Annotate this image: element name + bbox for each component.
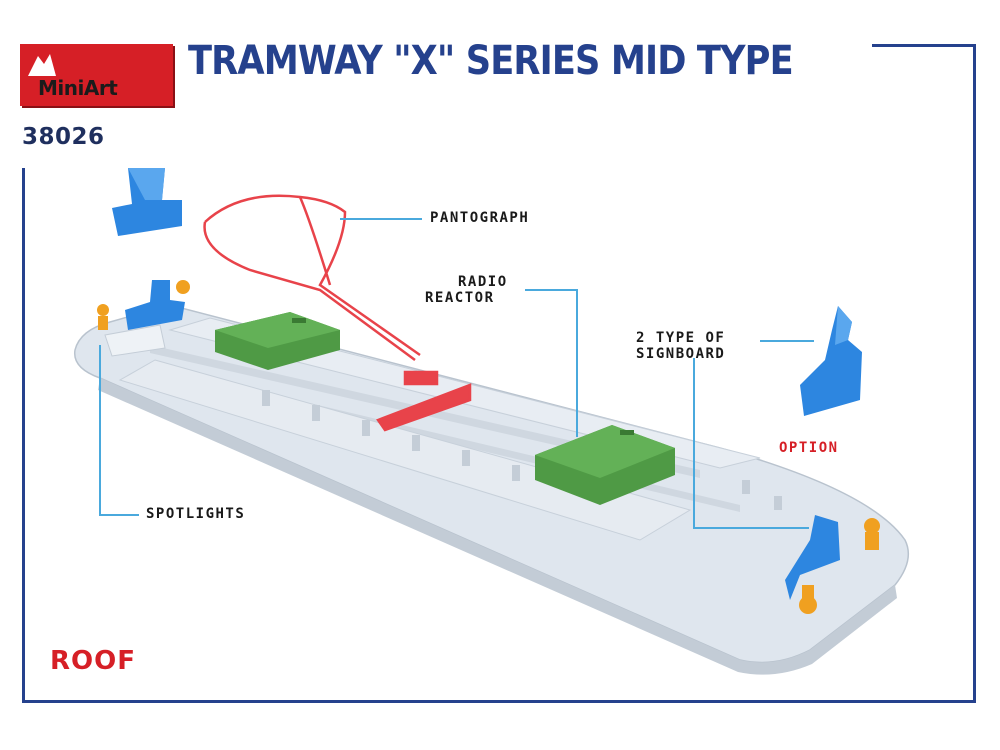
logo-emblem-icon [28, 54, 56, 76]
radio-reactor-right [535, 425, 675, 505]
spotlight-leader-v [99, 345, 101, 515]
radio-reactor-label-line2: REACTOR [425, 290, 495, 306]
logo-text: MiniArt [38, 76, 118, 100]
frame-left [22, 168, 25, 703]
signboard-leader-v [693, 358, 695, 528]
radio-reactor-label-line1: RADIO [458, 274, 508, 290]
frame-bottom [22, 700, 976, 703]
option-label: OPTION [779, 440, 839, 456]
tram-roof [73, 304, 910, 675]
signboard-option [800, 306, 862, 416]
signboard-label-line2: SIGNBOARD [636, 346, 726, 362]
section-label: ROOF [50, 646, 136, 676]
signboard-loose [112, 168, 182, 236]
frame-right [973, 44, 976, 702]
spotlights-label: SPOTLIGHTS [146, 506, 246, 522]
pantograph-leader [340, 218, 422, 220]
signboard-mounted-front [125, 280, 185, 330]
page-title: TRAMWAY "X" SERIES MID TYPE [188, 38, 794, 84]
pantograph [203, 194, 472, 432]
spotlights [97, 280, 880, 614]
signboard-leader-h [693, 527, 809, 529]
signboard-mounted-rear [785, 515, 840, 600]
signboard-label-line1: 2 TYPE OF [636, 330, 726, 346]
option-leader [760, 340, 814, 342]
spotlight-leader-h [99, 514, 139, 516]
radio-reactor-left [215, 312, 340, 370]
kit-number: 38026 [22, 124, 105, 150]
frame-top-right [872, 44, 976, 47]
reactor-leader-v [576, 289, 578, 437]
pantograph-label: PANTOGRAPH [430, 210, 530, 226]
reactor-leader-h [525, 289, 577, 291]
miniart-logo: MiniArt [20, 44, 173, 106]
